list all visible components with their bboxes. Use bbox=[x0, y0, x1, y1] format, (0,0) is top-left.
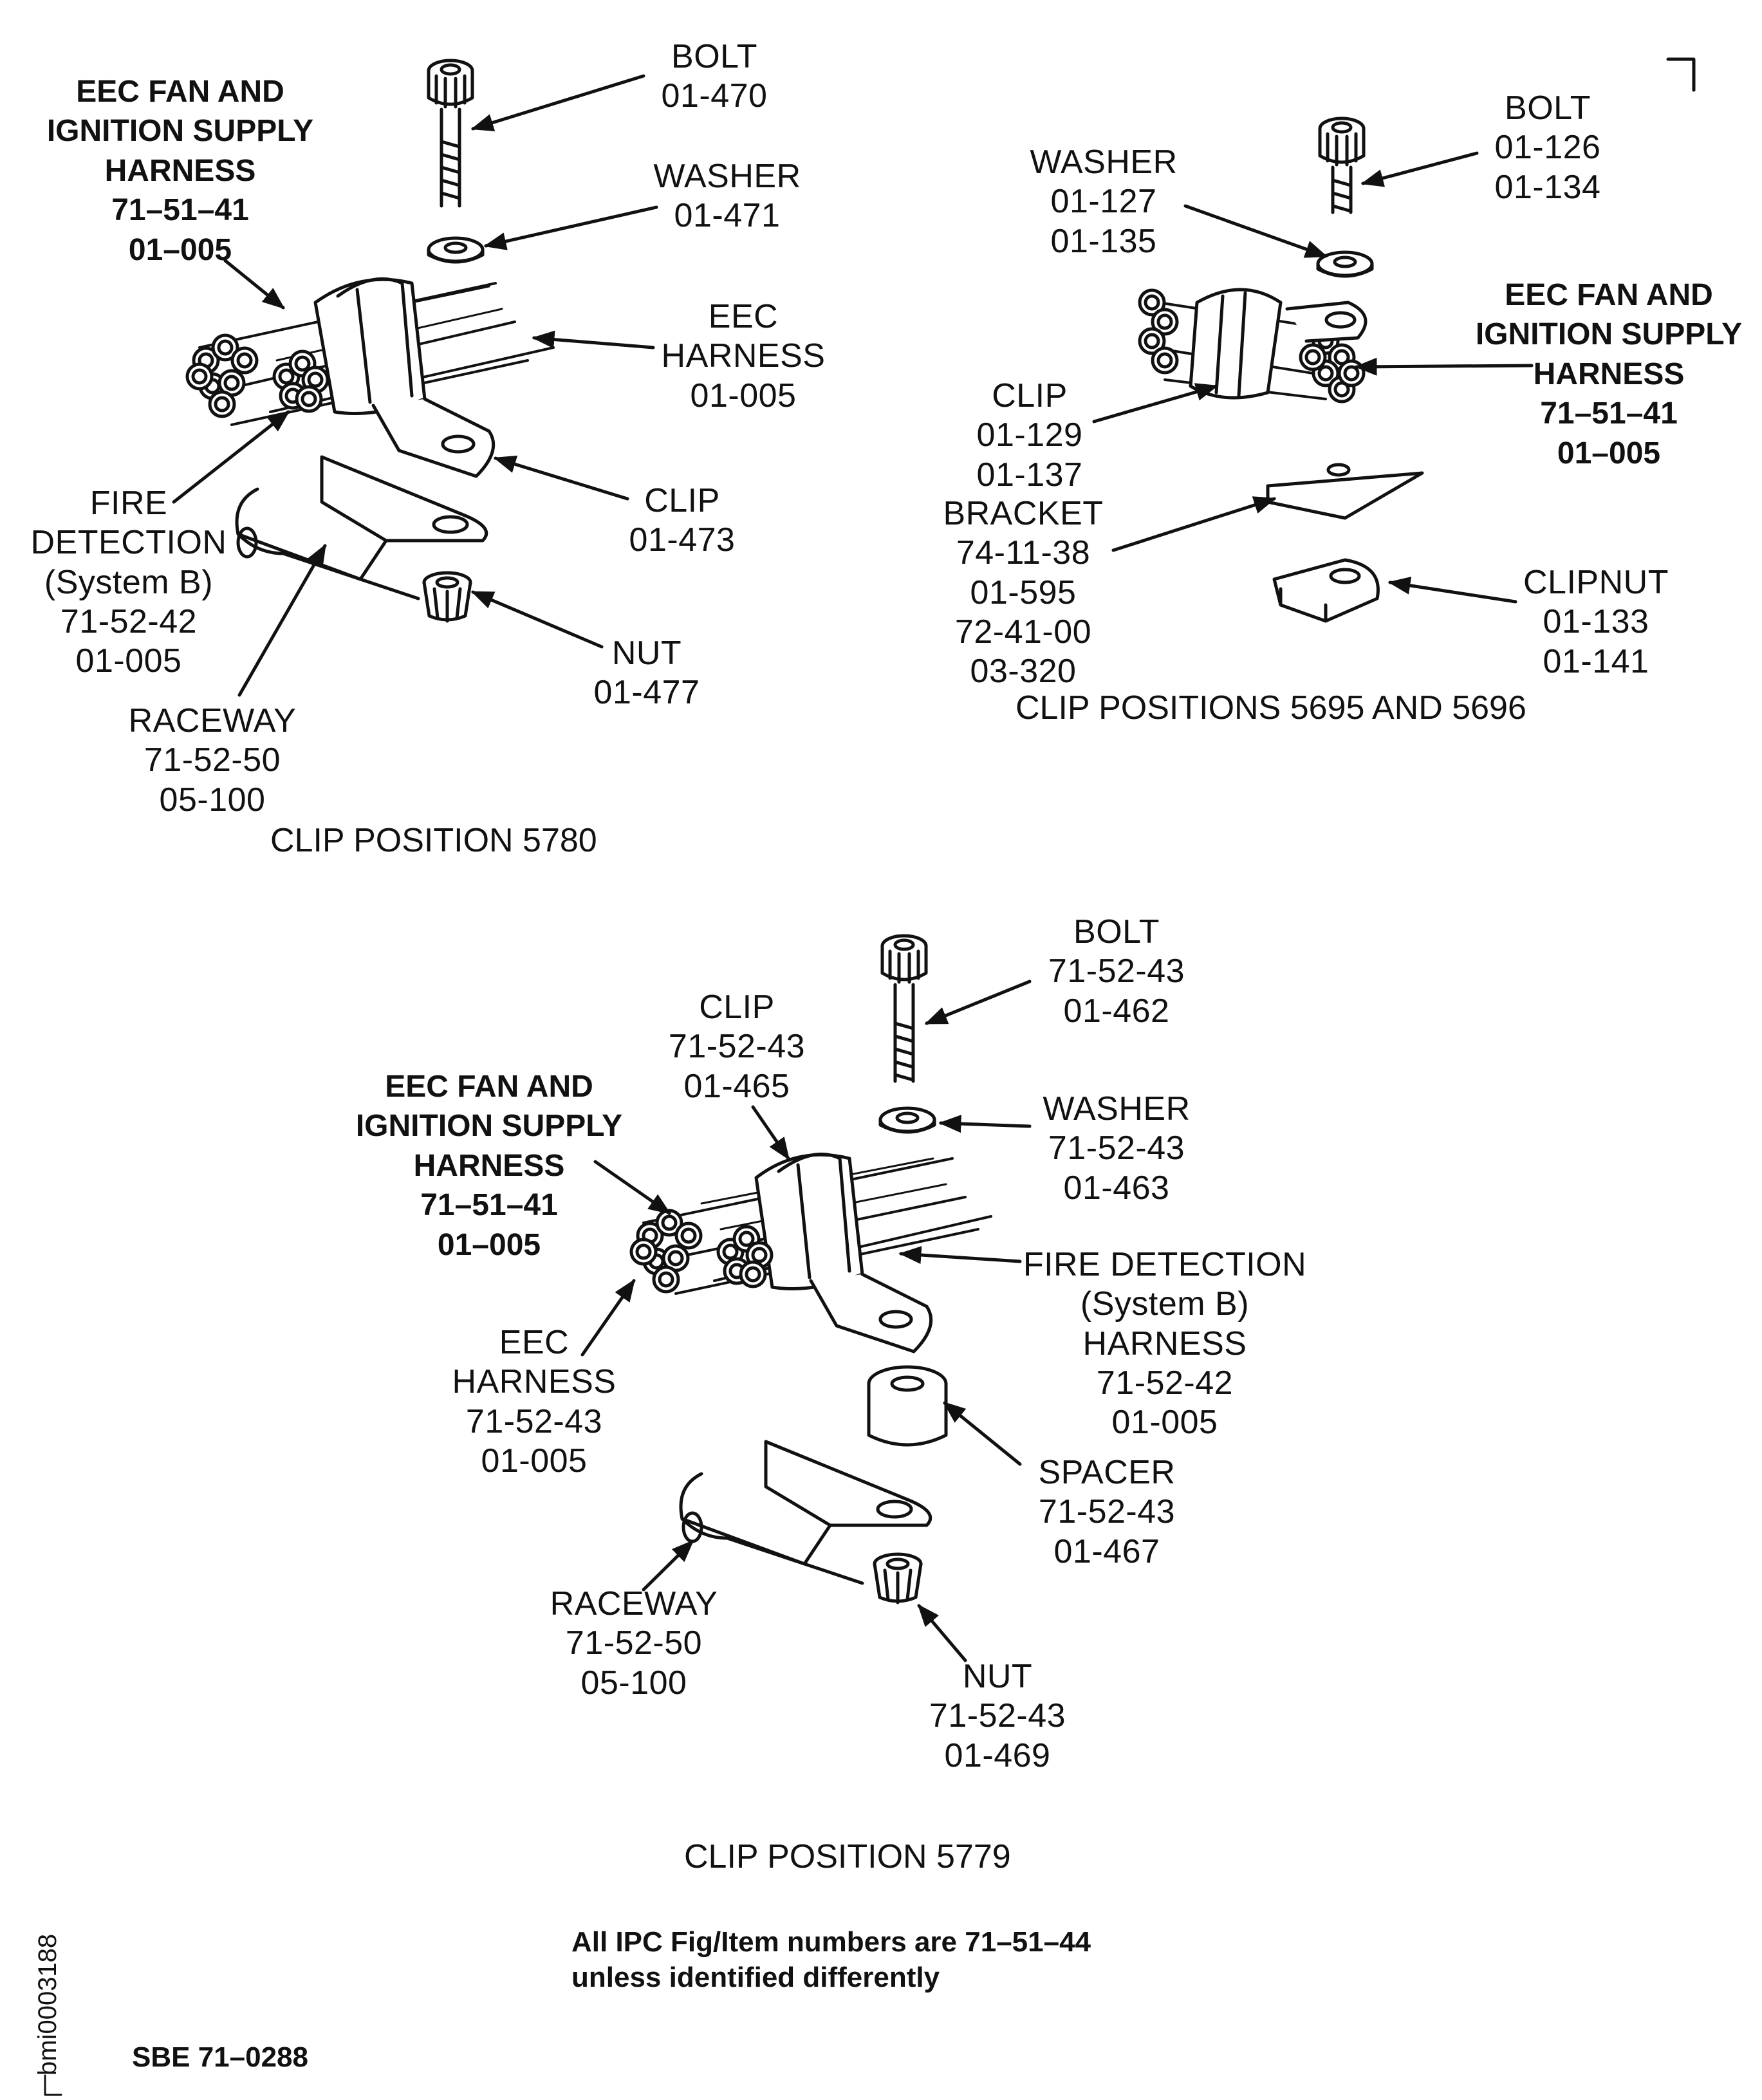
ipc-note: All IPC Fig/Item numbers are 71–51–44 un… bbox=[571, 1926, 1091, 1993]
fig1-drawing bbox=[172, 60, 658, 697]
corner-mark bbox=[1666, 57, 1696, 92]
fig3-nut-label: NUT 71-52-43 01-469 bbox=[929, 1658, 1066, 1774]
fig2-bolt-label: BOLT 01-126 01-134 bbox=[1494, 89, 1601, 206]
fig2-caption: CLIP POSITIONS 5695 AND 5696 bbox=[1015, 689, 1526, 727]
fig2-eec-fan-label: EEC FAN AND IGNITION SUPPLY HARNESS 71–5… bbox=[1475, 278, 1743, 470]
fig3-drawing bbox=[580, 936, 1032, 1662]
fig1-eec-harness-label: EEC HARNESS 01-005 bbox=[661, 298, 826, 414]
sbe-reference: SBE 71–0288 bbox=[132, 2041, 308, 2073]
fig1-eec-fan-label: EEC FAN AND IGNITION SUPPLY HARNESS 71–5… bbox=[46, 75, 314, 267]
figure-id: bmi0003188 bbox=[33, 1933, 62, 2076]
fig1-nut-label: NUT 01-477 bbox=[593, 635, 700, 712]
fig3-caption: CLIP POSITION 5779 bbox=[684, 1838, 1011, 1875]
id-bracket bbox=[44, 2074, 62, 2096]
fig2-clip-label: CLIP 01-129 01-137 bbox=[976, 377, 1083, 494]
fig1-clip-label: CLIP 01-473 bbox=[629, 482, 736, 559]
fig3-clip-label: CLIP 71-52-43 01-465 bbox=[668, 989, 806, 1105]
fig3-spacer-label: SPACER 71-52-43 01-467 bbox=[1038, 1454, 1176, 1570]
fig3-washer-label: WASHER 71-52-43 01-463 bbox=[1043, 1090, 1191, 1207]
fig1-raceway-label: RACEWAY 71-52-50 05-100 bbox=[128, 702, 297, 819]
fig3-bolt-label: BOLT 71-52-43 01-462 bbox=[1048, 913, 1185, 1030]
fig3-fire-detection-label: FIRE DETECTION (System B) HARNESS 71-52-… bbox=[1023, 1246, 1307, 1442]
fig1-bolt-label: BOLT 01-470 bbox=[661, 38, 768, 115]
fig2-clipnut-label: CLIPNUT 01-133 01-141 bbox=[1523, 564, 1669, 680]
fig2-washer-label: WASHER 01-127 01-135 bbox=[1030, 144, 1178, 260]
fig1-caption: CLIP POSITION 5780 bbox=[270, 822, 597, 859]
fig1-washer-label: WASHER 01-471 bbox=[653, 158, 801, 235]
fig3-raceway-label: RACEWAY 71-52-50 05-100 bbox=[550, 1585, 718, 1702]
fig2-bracket-label: BRACKET 74-11-38 01-595 72-41-00 03-320 bbox=[943, 495, 1104, 691]
fig1-fire-detection-label: FIRE DETECTION (System B) 71-52-42 01-00… bbox=[30, 485, 227, 680]
fig2-drawing bbox=[1092, 118, 1534, 623]
fig3-eec-fan-label: EEC FAN AND IGNITION SUPPLY HARNESS 71–5… bbox=[355, 1070, 623, 1262]
fig3-eec-harness-label: EEC HARNESS 71-52-43 01-005 bbox=[452, 1324, 617, 1480]
